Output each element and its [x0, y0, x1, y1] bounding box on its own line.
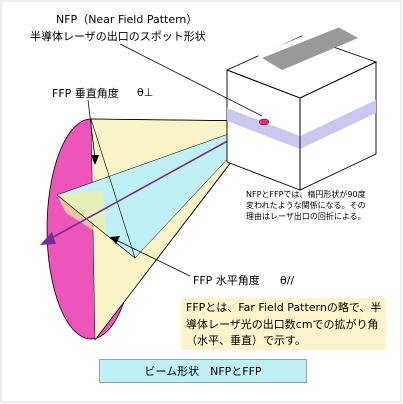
ffp-vert-leader: [87, 99, 96, 159]
definition-box: [181, 298, 386, 350]
nfp-title: NFP（Near Field Pattern）: [56, 13, 198, 26]
vertical-axis-line: [90, 118, 136, 259]
caption: ビーム形状 NFPとFFP: [144, 365, 262, 378]
ffp-horiz-arrowhead: [110, 236, 120, 244]
ffp-horizontal-label: FFP 水平角度: [193, 274, 260, 287]
horizontal-axis-line: [56, 194, 136, 259]
theta-perp-label: θ⊥: [137, 86, 154, 99]
ffp-vertical-label: FFP 垂直角度: [52, 87, 119, 100]
nfp-leader: [119, 43, 263, 117]
nfp-spot: [258, 118, 270, 126]
laser-chip-box: [225, 23, 378, 191]
ffp-horiz-leader: [115, 239, 191, 277]
box-stripe-right: [300, 100, 376, 149]
theta-parallel-label: θ//: [280, 274, 295, 287]
definition-text: FFPとは、Far Field Patternの略で、半導体レーザ光の出口数cm…: [186, 301, 382, 347]
fan-overlap: [57, 190, 106, 238]
nfp-ffp-note: NFPとFFPでは、楕円形状が90度変われたような関係になる。その理由はレーザ出…: [246, 190, 366, 221]
ffp-vert-arrowhead: [91, 155, 99, 165]
box-stripe-left: [227, 108, 300, 149]
beam-arrowhead: [40, 232, 56, 245]
caption-box: [99, 359, 307, 383]
box-top-band: [262, 27, 358, 70]
nfp-subtitle: 半導体レーザの出口のスポット形状: [30, 30, 206, 43]
beam-axis: [47, 121, 263, 241]
